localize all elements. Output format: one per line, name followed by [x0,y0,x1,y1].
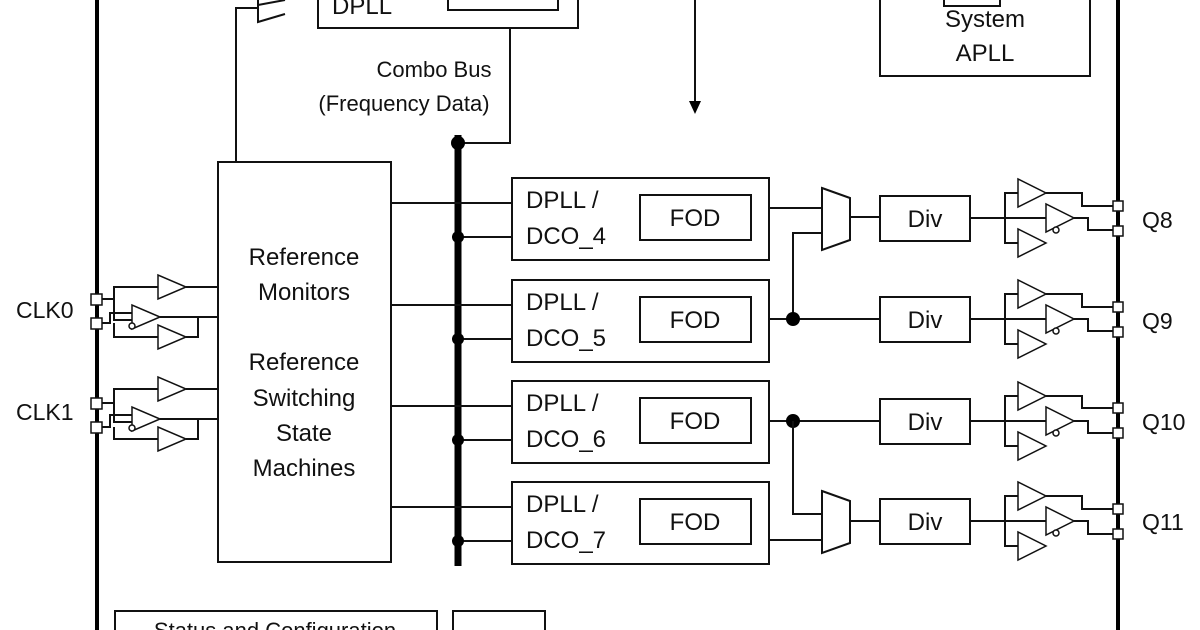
channel-dco6: DPLL / DCO_6 FOD Div Q10 [391,380,1185,515]
svg-text:Reference: Reference [249,244,360,271]
svg-text:DPLL /: DPLL / [526,187,599,214]
dco6-label: DCO_6 [526,426,606,453]
out-buffer-q9-top [1017,278,1048,310]
dco7-label: DCO_7 [526,527,606,554]
ref-to-top-mux-wire [235,7,258,162]
channel-dco5: DPLL / DCO_5 FOD Div Q9 [391,278,1173,363]
div-block-4 [879,195,971,242]
reference-block: Reference Monitors Reference Switching S… [217,161,392,563]
svg-text:DPLL /: DPLL / [526,491,599,518]
svg-text:Monitors: Monitors [258,279,350,306]
input-clk1: CLK1 [16,375,218,453]
out-buffer-q8-diff [1045,202,1076,234]
svg-text:Div: Div [908,509,943,536]
svg-text:FOD: FOD [670,205,721,232]
system-apll-label-2: APLL [956,40,1015,67]
clk1-buffer-top [157,375,188,403]
fod-block-7 [639,498,752,545]
combo-bus-sublabel: (Frequency Data) [318,91,489,116]
top-dpll-label: DPLL [332,0,392,20]
svg-text:Reference: Reference [249,349,360,376]
out-buffer-q8-bottom [1017,227,1048,259]
svg-text:Machines: Machines [253,455,356,482]
out-buffer-q8-top [1017,177,1048,209]
svg-text:DPLL /: DPLL / [526,289,599,316]
svg-text:FOD: FOD [670,408,721,435]
out-buffer-q10-bottom [1017,430,1048,462]
svg-text:State: State [276,420,332,447]
out-buffer-q10-top [1017,380,1048,412]
svg-text:Switching: Switching [253,385,356,412]
bus-junction [451,136,465,150]
top-dpll-block: DPLL [317,0,579,29]
channel-dco7: DPLL / DCO_7 FOD Div Q11 [391,480,1184,565]
q8-label: Q8 [1142,207,1173,233]
svg-text:FOD: FOD [670,509,721,536]
q10-label: Q10 [1142,409,1185,435]
q9-label: Q9 [1142,308,1173,334]
down-arrow [689,0,701,114]
system-apll-label-1: System [945,6,1025,33]
clk0-buffer-top [157,273,188,301]
bottom-block-2 [452,610,546,630]
status-config-block: Status and Configuration [114,610,438,630]
top-mux-fragment [257,0,286,6]
out-buffer-q9-bottom [1017,328,1048,360]
out-buffer-q11-top [1017,480,1048,512]
clk1-label: CLK1 [16,399,74,425]
svg-text:Div: Div [908,409,943,436]
q11-label: Q11 [1142,509,1184,535]
system-apll-block: System APLL [879,0,1091,77]
out-buffer-q9-diff [1045,303,1076,335]
clk0-buffer-bottom [157,323,188,351]
fod-block-6 [639,397,752,444]
svg-text:FOD: FOD [670,307,721,334]
svg-text:Status and Configuration: Status and Configuration [154,618,396,630]
fod-block-4 [639,194,752,241]
input-clk0: CLK0 [16,273,218,351]
svg-text:Div: Div [908,206,943,233]
mux-ch4 [821,186,851,252]
channel-dco4: DPLL / DCO_4 FOD Div Q8 [391,177,1173,319]
dco5-label: DCO_5 [526,325,606,352]
clk0-label: CLK0 [16,297,74,323]
mux-ch7 [821,489,851,555]
clk0-buffer-diff [131,303,162,331]
svg-text:DPLL /: DPLL / [526,390,599,417]
out-buffer-q11-diff [1045,505,1076,537]
dco4-label: DCO_4 [526,223,606,250]
svg-text:Div: Div [908,307,943,334]
out-buffer-q11-bottom [1017,530,1048,562]
clk1-buffer-bottom [157,425,188,453]
div-block-6 [879,398,971,445]
out-buffer-q10-diff [1045,405,1076,437]
div-block-5 [879,296,971,343]
fod-block-5 [639,296,752,343]
dpll-to-bus-wire [458,28,511,144]
combo-bus-label: Combo Bus [377,57,492,82]
clk1-buffer-diff [131,405,162,433]
